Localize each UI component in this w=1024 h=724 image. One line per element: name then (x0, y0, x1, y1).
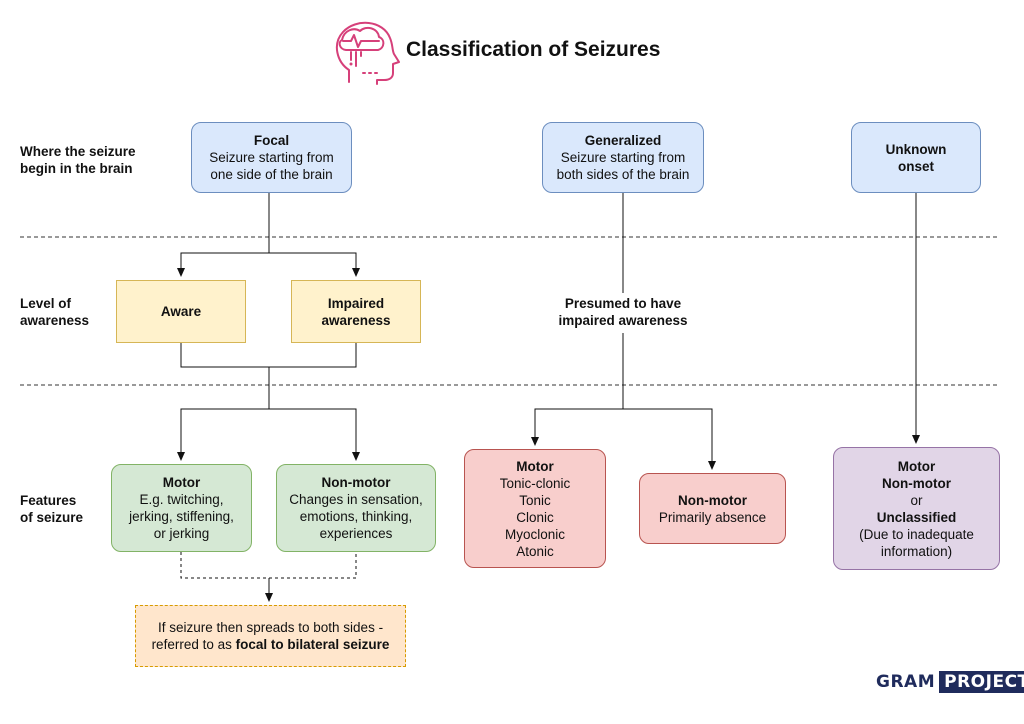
row-label-features-line-2: of seizure (20, 510, 84, 525)
row-label-onset: Where the seizure begin in the brain (20, 143, 136, 177)
unknown-or-label: or (910, 492, 923, 508)
generalized-desc-line-1: Seizure starting from (560, 150, 686, 165)
focal-motor-desc-line-1: E.g. twitching, (139, 492, 224, 507)
logo-text-gram: GRAM (876, 672, 936, 692)
presumed-line-1: Presumed to have (564, 296, 682, 311)
bilateral-connectors (180, 552, 357, 602)
generalized-motor-box: Motor Tonic-clonic Tonic Clonic Myocloni… (464, 449, 606, 568)
generalized-motor-item: Tonic (519, 492, 551, 508)
unknown-nonmotor-label: Non-motor (882, 475, 951, 491)
focal-nonmotor-box: Non-motor Changes in sensation, emotions… (276, 464, 436, 552)
generalized-motor-item: Atonic (516, 543, 554, 559)
focal-nonmotor-title: Non-motor (321, 475, 391, 490)
row-label-awareness-line-2: awareness (20, 313, 90, 328)
aware-label: Aware (160, 304, 202, 319)
row-label-awareness-line-1: Level of (20, 296, 72, 311)
row-label-features-line-1: Features (20, 493, 77, 508)
impaired-awareness-box: Impaired awareness (291, 280, 421, 343)
impaired-awareness-line-1: Impaired (327, 295, 385, 311)
generalized-motor-title: Motor (516, 458, 554, 474)
focal-nonmotor-desc-line-3: experiences (319, 526, 393, 541)
row-label-awareness: Level of awareness (20, 295, 89, 329)
unknown-desc-line-1: (Due to inadequate (859, 526, 974, 542)
row-label-features: Features of seizure (20, 492, 83, 526)
generalized-box: Generalized Seizure starting from both s… (542, 122, 704, 193)
aware-box: Aware (116, 280, 246, 343)
generalized-title: Generalized (584, 133, 662, 148)
focal-motor-desc-line-3: or jerking (153, 526, 210, 541)
focal-nonmotor-desc-line-2: emotions, thinking, (299, 509, 413, 524)
focal-desc-line-1: Seizure starting from (209, 150, 334, 165)
impaired-awareness-line-2: awareness (321, 312, 391, 328)
row-label-onset-line-2: begin in the brain (20, 161, 133, 176)
unknown-onset-title-line-1: Unknown (885, 141, 947, 157)
focal-nonmotor-desc-line-1: Changes in sensation, (289, 492, 423, 507)
bilateral-prefix: referred to as (151, 637, 236, 652)
unknown-onset-box: Unknown onset (851, 122, 981, 193)
unknown-features-box: Motor Non-motor or Unclassified (Due to … (833, 447, 1000, 570)
focal-motor-desc-line-2: jerking, stiffening, (129, 509, 234, 524)
generalized-desc-line-2: both sides of the brain (556, 167, 690, 182)
focal-desc-line-2: one side of the brain (210, 167, 333, 182)
generalized-motor-item: Myoclonic (504, 526, 566, 542)
brain-head-icon (335, 21, 400, 85)
gram-project-logo: GRAM PROJECT (876, 670, 1024, 694)
unknown-motor-label: Motor (897, 458, 936, 474)
focal-motor-box: Motor E.g. twitching, jerking, stiffenin… (111, 464, 252, 552)
generalized-nonmotor-desc: Primarily absence (658, 509, 767, 525)
focal-title: Focal (253, 133, 290, 148)
focal-connectors (177, 193, 360, 461)
generalized-nonmotor-box: Non-motor Primarily absence (639, 473, 786, 544)
focal-box: Focal Seizure starting from one side of … (191, 122, 352, 193)
generalized-nonmotor-title: Non-motor (678, 492, 747, 508)
presumed-line-2: impaired awareness (558, 313, 688, 328)
focal-to-bilateral-box: If seizure then spreads to both sides - … (135, 605, 406, 667)
generalized-motor-item: Clonic (516, 509, 554, 525)
generalized-motor-item: Tonic-clonic (499, 475, 571, 491)
bilateral-line-2: referred to as focal to bilateral seizur… (152, 636, 390, 653)
bilateral-bold-term: focal to bilateral seizure (235, 637, 390, 652)
page-title: Classification of Seizures (406, 38, 661, 61)
unknown-desc-line-2: information) (880, 543, 953, 559)
row-label-onset-line-1: Where the seizure (20, 144, 136, 159)
unknown-unclassified-label: Unclassified (876, 509, 957, 525)
generalized-connectors (531, 193, 716, 470)
bilateral-line-1: If seizure then spreads to both sides - (157, 620, 384, 635)
focal-motor-title: Motor (162, 475, 201, 490)
presumed-impaired-label: Presumed to have impaired awareness (543, 295, 703, 329)
unknown-onset-title-line-2: onset (897, 158, 934, 174)
logo-text-project: PROJECT (939, 671, 1024, 693)
